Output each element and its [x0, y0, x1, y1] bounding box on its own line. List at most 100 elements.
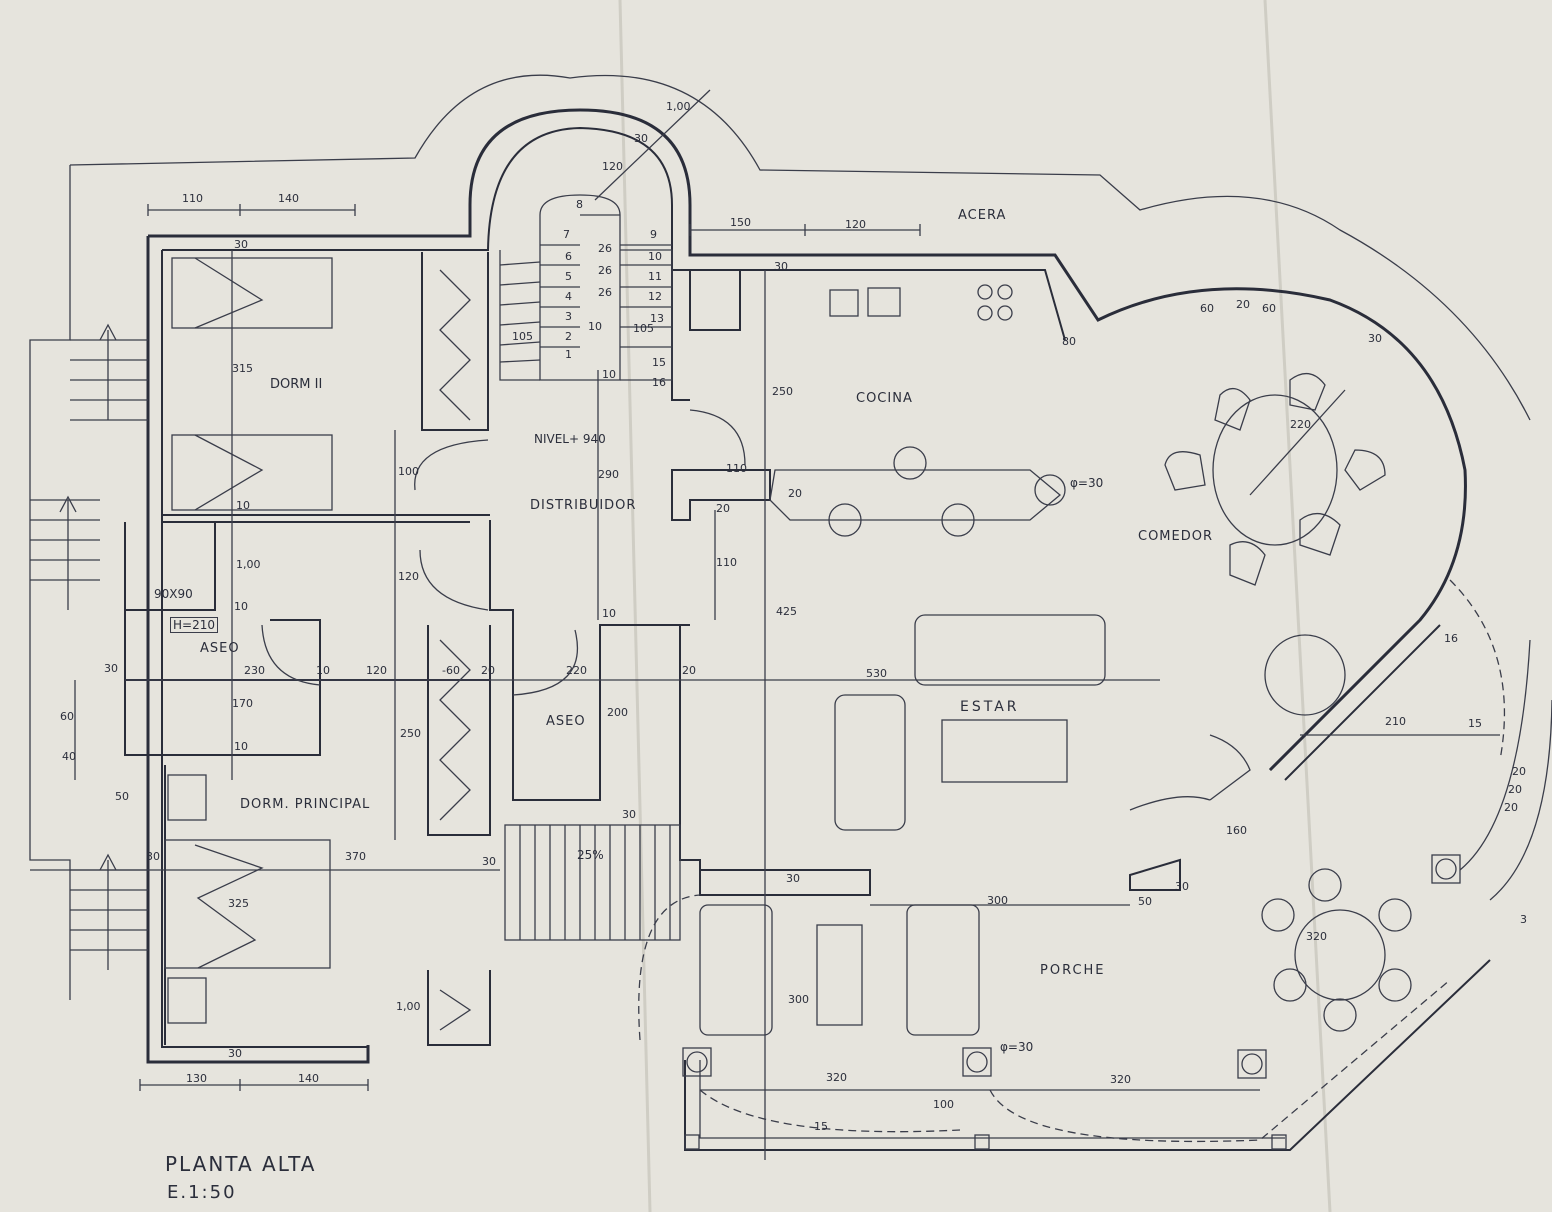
- stair-step-number: 1: [565, 348, 572, 361]
- stair-step-number: 15: [652, 356, 666, 369]
- dimension: 20: [1236, 298, 1250, 311]
- dimension: 220: [566, 664, 587, 677]
- room-label-acera: ACERA: [958, 208, 1007, 223]
- dimension: 15: [1468, 717, 1482, 730]
- room-label-distribuidor: DISTRIBUIDOR: [530, 498, 637, 513]
- dimension: 10: [588, 320, 602, 333]
- dimension: 10: [236, 499, 250, 512]
- dimension: 30: [622, 808, 636, 821]
- dimension: 110: [182, 192, 203, 205]
- dimension: 30: [146, 850, 160, 863]
- dimension: 1,00: [666, 100, 691, 113]
- dimension: 120: [845, 218, 866, 231]
- dimension: 210: [1385, 715, 1406, 728]
- dimension: 140: [298, 1072, 319, 1085]
- dimension: 60: [60, 710, 74, 723]
- dimension: 30: [234, 238, 248, 251]
- dimension: 250: [772, 385, 793, 398]
- room-label-dorm-principal: DORM. PRINCIPAL: [240, 797, 371, 812]
- dimension: 320: [1306, 930, 1327, 943]
- dimension: 1,00: [396, 1000, 421, 1013]
- dimension: 30: [1175, 880, 1189, 893]
- room-label-aseo-center: ASEO: [546, 714, 586, 729]
- dimension: 320: [826, 1071, 847, 1084]
- room-label-estar: ESTAR: [960, 699, 1020, 715]
- dimension: 30: [482, 855, 496, 868]
- dimension: 15: [814, 1120, 828, 1133]
- column-diameter-label: φ=30: [1000, 1040, 1034, 1054]
- stair-step-number: 7: [563, 228, 570, 241]
- room-label-comedor: COMEDOR: [1138, 529, 1214, 544]
- dimension: 20: [481, 664, 495, 677]
- dimension: 425: [776, 605, 797, 618]
- stair-step-number: 16: [652, 376, 666, 389]
- dimension: 530: [866, 667, 887, 680]
- dimension: 120: [366, 664, 387, 677]
- dimension: 26: [598, 264, 612, 277]
- dimension: 30: [228, 1047, 242, 1060]
- dining-table: [1164, 373, 1386, 586]
- dimension: 50: [1138, 895, 1152, 908]
- dimension: 370: [345, 850, 366, 863]
- dimension: 120: [602, 160, 623, 173]
- dimension: 10: [234, 600, 248, 613]
- stair-step-number: 6: [565, 250, 572, 263]
- spiral-step-number: 20: [1508, 783, 1522, 796]
- bed-principal: [164, 774, 331, 1024]
- dimension: 30: [774, 260, 788, 273]
- dimension: 20: [788, 487, 802, 500]
- dimension: 140: [278, 192, 299, 205]
- spiral-step-number: 20: [1512, 765, 1526, 778]
- spiral-step-number: 20: [1504, 801, 1518, 814]
- dimension: 105: [633, 322, 654, 335]
- dimension: 220: [1290, 418, 1311, 431]
- dimension: 20: [716, 502, 730, 515]
- dimension: 30: [1368, 332, 1382, 345]
- dimension: 170: [232, 697, 253, 710]
- room-label-dorm2: DORM II: [270, 377, 323, 392]
- dimension: 105: [512, 330, 533, 343]
- dimension: 16: [1444, 632, 1458, 645]
- stair-step-number: 9: [650, 228, 657, 241]
- dimension: 26: [598, 242, 612, 255]
- dimension: 10: [316, 664, 330, 677]
- dimension: 100: [398, 465, 419, 478]
- dimension: 40: [62, 750, 76, 763]
- column-diameter-label: φ=30: [1070, 476, 1104, 490]
- plan-scale: E.1:50: [167, 1182, 237, 1203]
- dimension: 10: [602, 607, 616, 620]
- dimension: 80: [1062, 335, 1076, 348]
- stair-step-number: 8: [576, 198, 583, 211]
- dimension: 150: [730, 216, 751, 229]
- dimension: 290: [598, 468, 619, 481]
- stair-step-number: 10: [648, 250, 662, 263]
- dimension: 10: [234, 740, 248, 753]
- dimension: 230: [244, 664, 265, 677]
- dimension: 30: [104, 662, 118, 675]
- shower-label: 90X90: [154, 587, 193, 601]
- dimension: 1,00: [236, 558, 261, 571]
- dimension: 10: [602, 368, 616, 381]
- dimension: 100: [933, 1098, 954, 1111]
- ramp-slope-label: 25%: [577, 848, 604, 862]
- dimension: 30: [786, 872, 800, 885]
- dimension: 325: [228, 897, 249, 910]
- exterior-wall: [148, 108, 1467, 772]
- spiral-step-number: 3: [1520, 913, 1527, 926]
- stair-step-number: 12: [648, 290, 662, 303]
- dimension: 110: [726, 462, 747, 475]
- bed-dorm2: [171, 257, 333, 511]
- room-label-aseo-left: ASEO: [200, 641, 240, 656]
- stair-step-number: 11: [648, 270, 662, 283]
- dimension: 320: [1110, 1073, 1131, 1086]
- dimension: 130: [186, 1072, 207, 1085]
- level-label: NIVEL+ 940: [534, 432, 606, 446]
- dimension: 26: [598, 286, 612, 299]
- dimension: 110: [716, 556, 737, 569]
- plan-title: PLANTA ALTA: [165, 1152, 317, 1176]
- stair-step-number: 13: [650, 312, 664, 325]
- stair-step-number: 5: [565, 270, 572, 283]
- dimension: 250: [400, 727, 421, 740]
